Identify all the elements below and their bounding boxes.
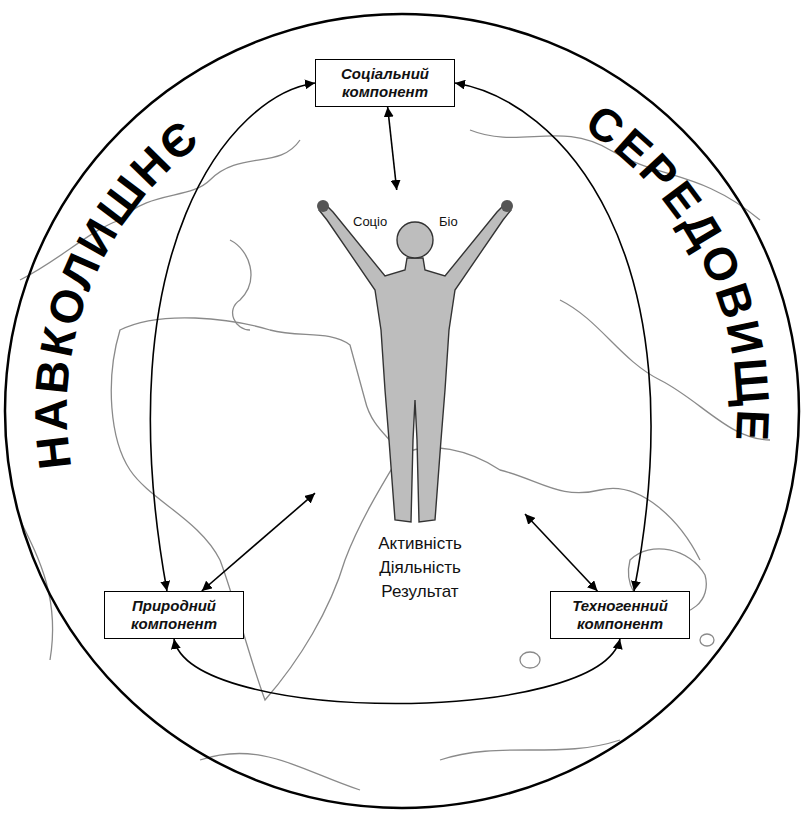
component-box: Техногенний компонент [550,591,690,639]
environment-word-right: СЕРЕДОВИЩЕ [577,94,780,445]
connector-arrow [525,514,597,591]
person-node: Соціо БіоАктивність Діяльність Результат [315,190,525,615]
connector-arrow [202,493,315,591]
connector-arrow [388,107,397,190]
bio-label: Біо [439,214,458,229]
component-name: Природний компонент [115,597,233,633]
globe-outline [5,14,799,808]
component-name: Соціальний компонент [326,65,444,101]
socio-label: Соціо [353,214,387,229]
component-name: Техногенний компонент [561,597,679,633]
component-box: Природний компонент [104,591,244,639]
activity-list: Активність Діяльність Результат [355,532,485,604]
connector-arrow [174,639,620,704]
environment-word-left: НАВКОЛИШНЄ [25,108,210,472]
component-box: Соціальний компонент [315,59,455,107]
